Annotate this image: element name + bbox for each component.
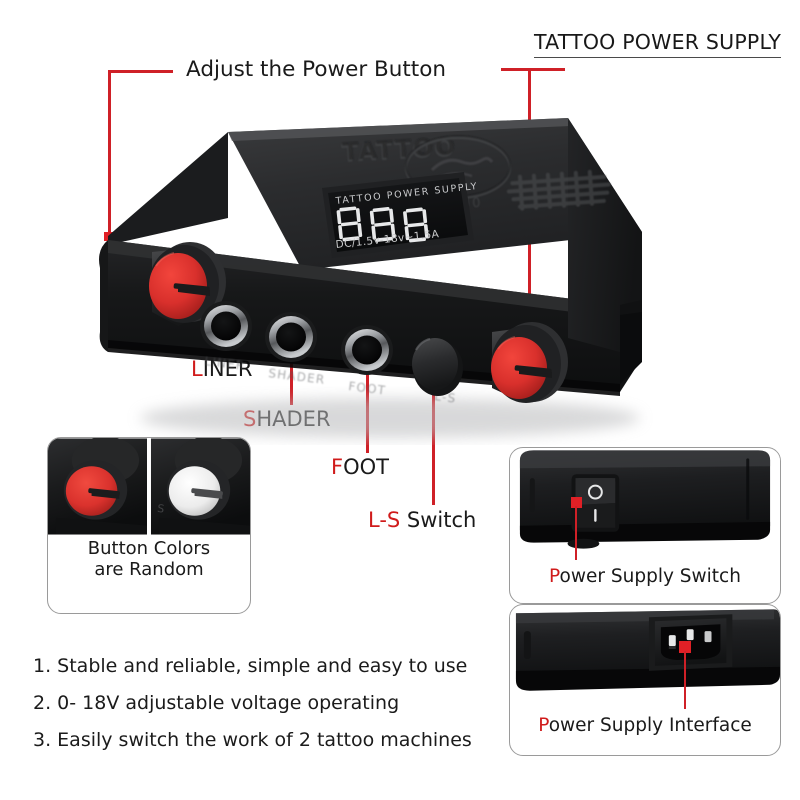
product-photo-main: TATTOO TATTOO SINCE 2000 [60, 100, 680, 445]
led-display: TATTOO POWER SUPPLY [322, 172, 479, 258]
panel-switch-caption-initial: P [549, 566, 560, 587]
panel-power-supply-switch: Power Supply Switch [509, 447, 781, 604]
feature-item-3: 3. Easily switch the work of 2 tattoo ma… [33, 729, 472, 751]
jack-foot [341, 325, 393, 375]
panel-button-colors-caption-line2: are Random [94, 559, 204, 581]
panel-power-supply-interface: Power Supply Interface [509, 604, 781, 756]
panel-button-colors-caption-line1: Button Colors [87, 538, 211, 559]
svg-text:S: S [157, 502, 166, 516]
callout-ls-initial: L-S [368, 508, 401, 532]
jack-shader [265, 312, 317, 362]
feature-item-2: 2. 0- 18V adjustable voltage operating [33, 692, 400, 714]
port-emboss-labels: LINER SHADER FOOT L-S [204, 354, 458, 406]
leader-adjust-horizontal [108, 70, 173, 73]
leader-title-horizontal [501, 68, 565, 71]
callout-foot: FOOT [331, 455, 389, 479]
panel-inlet-caption: Power Supply Interface [510, 715, 780, 737]
leader-inlet-marker [679, 641, 691, 653]
page-title: TATTOO POWER SUPPLY [534, 30, 782, 58]
svg-text:LINER: LINER [204, 354, 247, 373]
panel-switch-caption: Power Supply Switch [510, 566, 780, 588]
feature-list: 1. Stable and reliable, simple and easy … [33, 657, 503, 768]
leader-inlet-line [683, 651, 687, 709]
leader-switch-marker [571, 497, 582, 508]
panel-button-colors-photo: S [48, 438, 250, 535]
callout-ls-switch: L-S Switch [368, 508, 476, 532]
callout-liner-initial: L [191, 357, 203, 381]
panel-button-colors-caption: Button Colors are Random [48, 538, 250, 580]
feature-item-1: 1. Stable and reliable, simple and easy … [33, 655, 468, 677]
knob-ls-switch [412, 337, 463, 396]
svg-text:SHADER: SHADER [268, 366, 326, 387]
panel-inlet-caption-rest: ower Supply Interface [548, 715, 752, 736]
panel-switch-caption-rest: ower Supply Switch [559, 566, 741, 587]
leader-adjust-vertical [108, 70, 111, 237]
panel-inlet-photo [510, 605, 780, 705]
jack-liner [200, 301, 252, 351]
callout-ls-rest: Switch [400, 508, 477, 532]
panel-switch-photo [510, 448, 780, 553]
callout-foot-initial: F [331, 455, 344, 479]
leader-switch-line [574, 506, 578, 560]
panel-inlet-caption-initial: P [538, 715, 549, 736]
callout-adjust-power-button: Adjust the Power Button [186, 57, 447, 82]
panel-button-colors: S Button Colors are Random [47, 437, 251, 614]
svg-text:FOOT: FOOT [348, 379, 387, 398]
knob-right-power [491, 322, 568, 403]
callout-foot-rest: OOT [343, 455, 389, 479]
leader-foot [366, 320, 369, 453]
knob-left-power [149, 242, 226, 326]
